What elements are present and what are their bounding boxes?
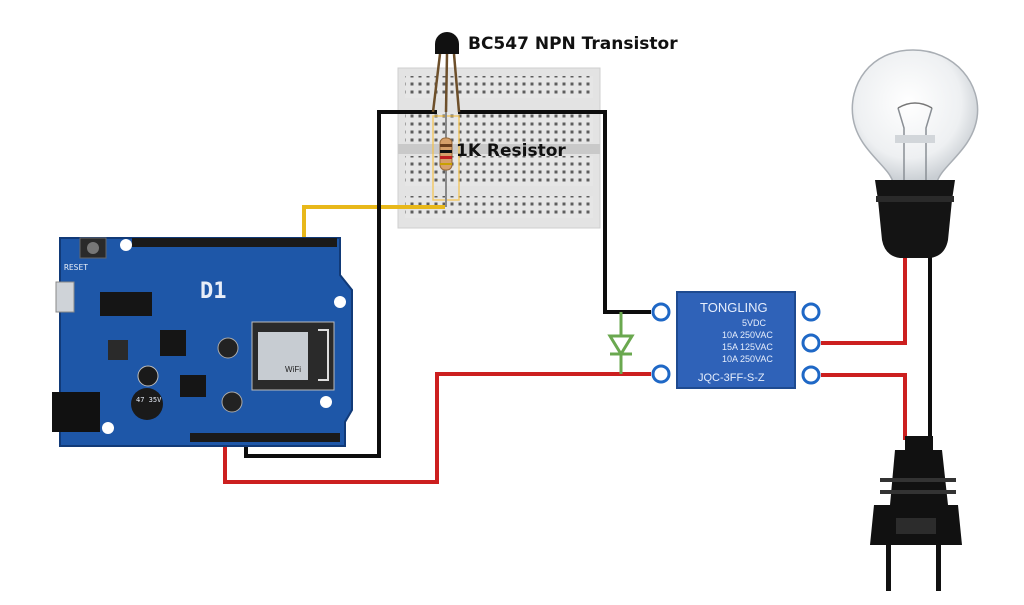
relay-line4: 10A 250VAC	[722, 354, 773, 364]
relay-model: JQC-3FF-S-Z	[698, 372, 765, 384]
relay-line1: 5VDC	[742, 318, 767, 328]
relay-terminal-nc	[801, 302, 821, 322]
wires	[223, 110, 932, 484]
yellow-wire	[302, 205, 445, 240]
wifi-label: WiFi	[285, 365, 301, 374]
board-name: D1	[200, 279, 227, 304]
red-wire-plug	[821, 373, 907, 440]
relay-terminal-coil1	[651, 302, 671, 322]
wemos-d1-board: RESET 47 35V D1 WiFi	[52, 237, 353, 447]
plug-icon	[870, 436, 962, 591]
bulb-icon	[851, 49, 979, 258]
reset-label: RESET	[64, 263, 88, 272]
breadboard	[397, 67, 601, 229]
black-wire-ground	[244, 110, 437, 458]
capacitor-label: 47 35V	[136, 396, 162, 404]
red-wire-bulb	[821, 256, 907, 345]
relay-line3: 15A 125VAC	[722, 342, 773, 352]
relay-terminal-no	[801, 365, 821, 385]
relay-terminal-coil2	[651, 364, 671, 384]
transistor-icon	[431, 32, 461, 113]
diode-icon	[607, 312, 635, 374]
relay-brand: TONGLING	[700, 300, 768, 315]
black-wire-collector	[458, 110, 651, 314]
relay-line2: 10A 250VAC	[722, 330, 773, 340]
resistor-icon	[432, 112, 460, 207]
red-wire-5v	[223, 372, 651, 484]
relay-terminal-com	[801, 333, 821, 353]
resistor-label: 1K Resistor	[456, 141, 566, 161]
transistor-label: BC547 NPN Transistor	[468, 34, 678, 54]
relay-module: TONGLING 5VDC 10A 250VAC 15A 125VAC 10A …	[651, 291, 821, 389]
